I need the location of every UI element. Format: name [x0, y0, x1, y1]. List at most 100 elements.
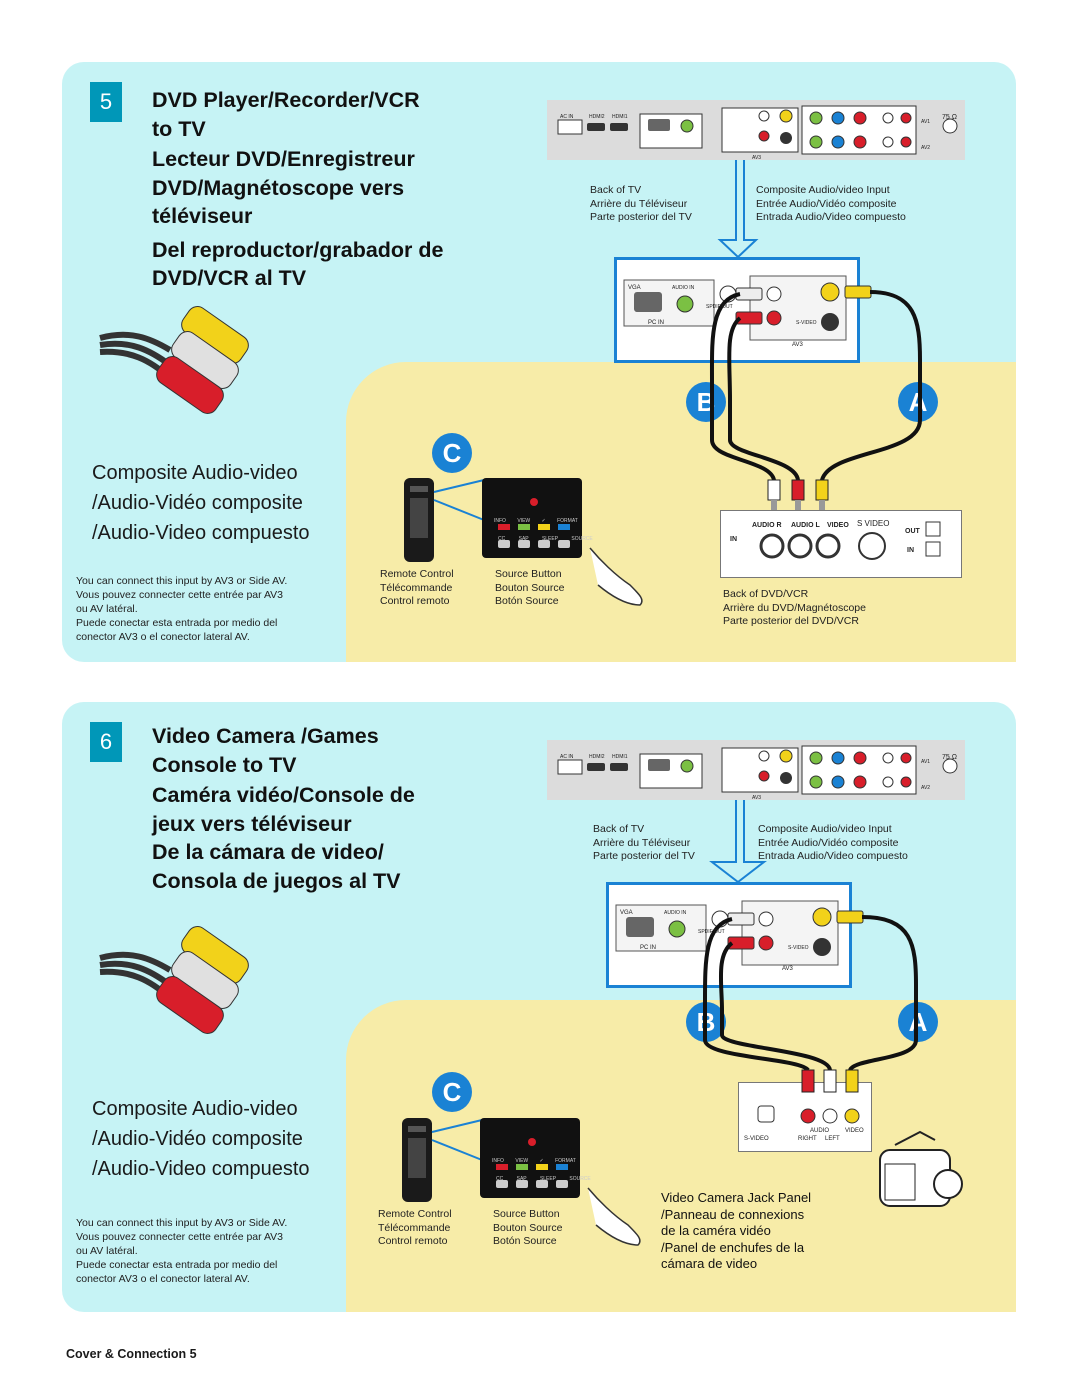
note-line: ou AV latéral. [76, 603, 138, 615]
label-line: Bouton Source [495, 581, 565, 594]
hdmi2-label: HDMI2 [589, 754, 605, 760]
badge-c: C [432, 1072, 472, 1112]
label-line: Composite Audio/video Input [756, 184, 890, 196]
remote-button-label: VIEW [515, 1158, 529, 1164]
remote-button-label: INFO [494, 518, 506, 524]
tv-back-panel [547, 740, 965, 800]
dvd-in-left-label: IN [730, 536, 737, 543]
cam-video-label: VIDEO [845, 1128, 864, 1134]
note-line: You can connect this input by AV3 or Sid… [76, 575, 288, 587]
label-line: Botón Source [495, 595, 559, 607]
remote-button-label: FORMAT [555, 1158, 576, 1164]
note-line: Puede conectar esta entrada por medio de… [76, 1259, 278, 1271]
dvd-label: Back of DVD/VCR Arrière du DVD/Magnétosc… [723, 588, 866, 629]
label-line: Control remoto [380, 595, 450, 607]
pc-in-label: PC IN [662, 781, 676, 787]
zoom-spdif-label: SPDIF OUT [706, 304, 733, 310]
label-line: Télécommande [378, 1221, 451, 1234]
remote-button-labels: CC SAP SLEEP SOURCE [496, 1174, 591, 1186]
label-line: Télécommande [380, 581, 453, 594]
remote-button-labels: INFO VIEW ✓ FORMAT [494, 516, 578, 528]
title-line: téléviseur [152, 204, 253, 228]
zoom-svideo-label: S-VIDEO [788, 945, 809, 951]
av3-zoom-panel [606, 882, 852, 988]
note-line: conector AV3 o el conector lateral AV. [76, 1273, 250, 1285]
badge-a: A [898, 1002, 938, 1042]
vga-label: VGA [650, 114, 661, 120]
label-line: cámara de video [661, 1256, 758, 1271]
dvd-out-label: OUT [905, 528, 920, 535]
label-line: Video Camera Jack Panel [661, 1190, 812, 1205]
caption-line: /Audio-Video compuesto [92, 522, 310, 544]
caption-line: Composite Audio-video [92, 1098, 298, 1120]
label-line: Arrière du DVD/Magnétoscope [723, 601, 866, 614]
composite-input-label: Composite Audio/video Input Entrée Audio… [756, 184, 906, 225]
page-footer: Cover & Connection 5 [66, 1347, 197, 1361]
remote-button-labels: INFO VIEW ✓ FORMAT [492, 1156, 576, 1168]
label-line: Arrière du Téléviseur [590, 197, 688, 210]
label-line: Entrada Audio/Video compuesto [756, 211, 906, 223]
caption-line: Composite Audio-video [92, 462, 298, 484]
label-line: Remote Control [380, 568, 454, 580]
back-of-tv-label: Back of TV Arrière du Téléviseur Parte p… [593, 823, 695, 864]
label-line: Source Button [495, 568, 562, 580]
av1-label: AV1 [921, 119, 931, 125]
label-line: Control remoto [378, 1235, 448, 1247]
label-line: Entrée Audio/Vidéo composite [758, 836, 899, 849]
remote-button-label: INFO [492, 1158, 504, 1164]
zoom-pc-in-label: PC IN [640, 945, 657, 951]
av1-label: AV1 [921, 759, 931, 765]
remote-button-labels: CC SAP SLEEP SOURCE [498, 534, 593, 546]
label-line: Source Button [493, 1208, 560, 1220]
hdmi2-label: HDMI2 [589, 114, 605, 120]
label-line: Back of TV [590, 184, 642, 196]
step6-composite-caption: Composite Audio-video /Audio-Vidéo compo… [92, 1094, 310, 1184]
note-line: Vous pouvez connecter cette entrée par A… [76, 589, 284, 601]
source-button-label: Source Button Bouton Source Botón Source [495, 568, 564, 609]
av3-zoom-panel [614, 257, 860, 363]
note-line: conector AV3 o el conector lateral AV. [76, 631, 250, 643]
remote-label: Remote Control Télécommande Control remo… [380, 568, 454, 609]
title-line: Consola de juegos al TV [152, 868, 401, 893]
title-line: Console to TV [152, 752, 297, 777]
zoom-vga-label: VGA [628, 285, 641, 291]
title-line: Del reproductor/grabador de [152, 237, 444, 262]
step5-number: 5 [90, 82, 122, 122]
pc-in-label: PC IN [662, 141, 676, 147]
note-line: Vous pouvez connecter cette entrée par A… [76, 1231, 284, 1243]
remote-button-label: SAP [518, 536, 529, 542]
remote-label: Remote Control Télécommande Control remo… [378, 1208, 452, 1249]
badge-c: C [432, 433, 472, 473]
step5-note: You can connect this input by AV3 or Sid… [76, 574, 346, 644]
dvd-audio-r-label: AUDIO R [752, 522, 782, 529]
dvd-audio-l-label: AUDIO L [791, 522, 820, 529]
zoom-av3-label: AV3 [792, 342, 803, 348]
label-line: Entrée Audio/Vidéo composite [756, 197, 897, 210]
av2-label: AV2 [921, 785, 931, 791]
caption-line: /Audio-Video compuesto [92, 1158, 310, 1180]
hdmi1-label: HDMI1 [612, 754, 628, 760]
label-line: /Panel de enchufes de la [661, 1239, 805, 1255]
label-line: Parte posterior del TV [590, 211, 692, 223]
note-line: You can connect this input by AV3 or Sid… [76, 1217, 288, 1229]
ac-in-label: AC IN [560, 114, 574, 120]
step6-number: 6 [90, 722, 122, 762]
composite-input-label: Composite Audio/video Input Entrée Audio… [758, 823, 908, 864]
vga-label: VGA [650, 754, 661, 760]
remote-button-label: SOURCE [571, 536, 593, 542]
hdmi1-label: HDMI1 [612, 114, 628, 120]
remote-button-label: FORMAT [557, 518, 578, 524]
badge-b: B [686, 1002, 726, 1042]
step6-note: You can connect this input by AV3 or Sid… [76, 1216, 346, 1286]
title-line: jeux vers téléviseur [152, 811, 352, 836]
remote-button-label: SAP [516, 1176, 527, 1182]
remote-button-label: VIEW [517, 518, 531, 524]
dvd-in-right-label: IN [907, 547, 914, 554]
source-button-label: Source Button Bouton Source Botón Source [493, 1208, 562, 1249]
label-line: Parte posterior del DVD/VCR [723, 615, 859, 627]
av3-label: AV3 [752, 795, 762, 801]
label-line: Arrière du Téléviseur [593, 836, 691, 849]
remote-button-label: SLEEP [541, 536, 558, 542]
cam-svideo-label: S-VIDEO [744, 1136, 769, 1142]
title-line: Video Camera /Games [152, 724, 379, 748]
